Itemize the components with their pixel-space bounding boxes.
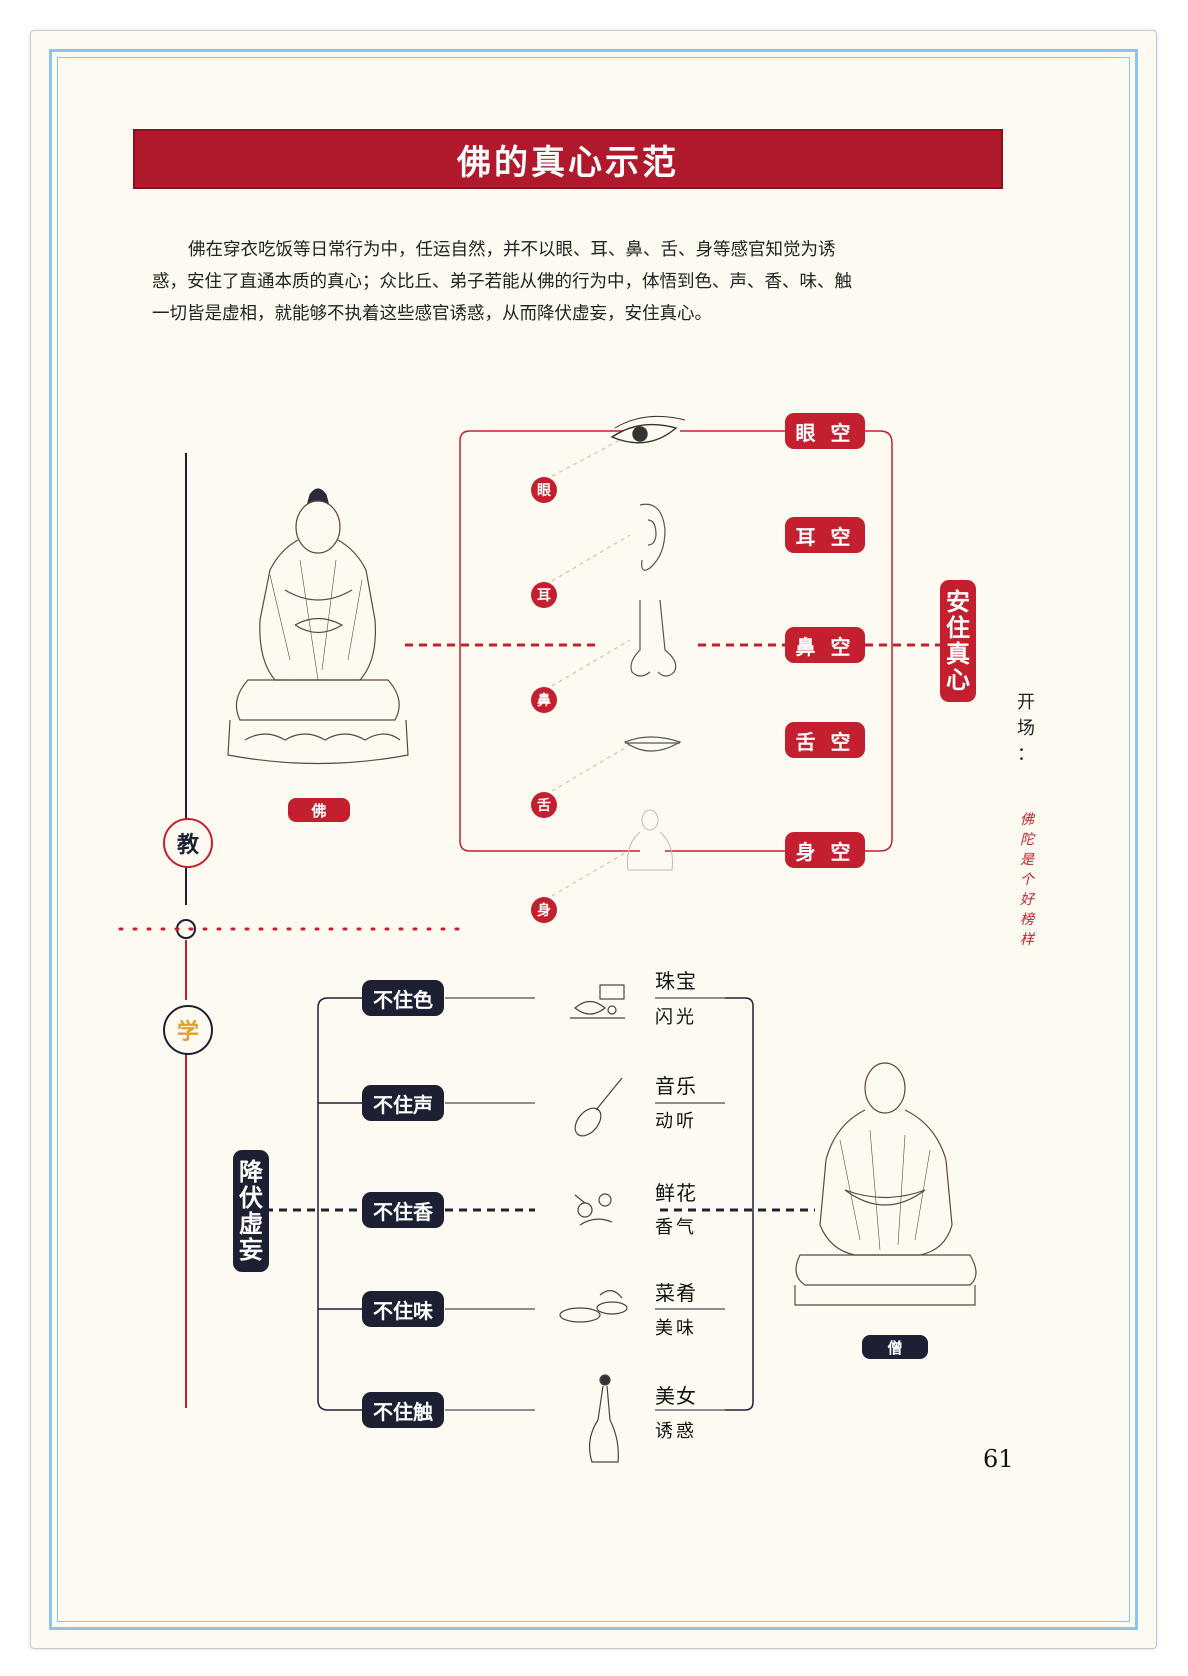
vertical-char: 住 xyxy=(946,614,970,642)
organ-nose-dot: 鼻 xyxy=(531,687,557,713)
buddha-figure xyxy=(227,488,409,765)
side-sub-char: 榜 xyxy=(1020,912,1034,928)
object-name: 美女 xyxy=(655,1384,697,1408)
dwell-label: 不住香 xyxy=(373,1199,433,1224)
vertical-char: 真 xyxy=(946,640,970,668)
ear-empty-pill: 耳 空 xyxy=(785,517,865,553)
dwell-label: 不住色 xyxy=(373,987,433,1012)
side-running-title: 开 场 ： xyxy=(1015,690,1037,768)
tongue-empty-pill: 舌 空 xyxy=(785,722,865,758)
object-name: 音乐 xyxy=(655,1074,697,1098)
page-title-bar: 佛的真心示范 xyxy=(133,129,1003,189)
monk-figure xyxy=(794,1062,977,1306)
book-page xyxy=(30,30,1157,1649)
object-desc: 香气 xyxy=(655,1217,697,1238)
organ-eye-dot: 眼 xyxy=(531,477,557,503)
flower-icon xyxy=(574,1193,613,1226)
not-dwell-scent-pill: 不住香 xyxy=(362,1192,444,1228)
body-empty-label: 身 空 xyxy=(795,839,855,864)
page-number: 61 xyxy=(983,1445,1014,1473)
object-desc: 闪光 xyxy=(655,1007,697,1028)
organ-ear-dot: 耳 xyxy=(531,582,557,608)
buddha-caption: 佛 xyxy=(288,798,350,822)
learn-circle-label: 学 xyxy=(176,1020,199,1045)
object-name: 珠宝 xyxy=(655,969,697,993)
organ-label: 眼 xyxy=(537,483,551,499)
intro-line: 佛在穿衣吃饭等日常行为中，任运自然，并不以眼、耳、鼻、舌、身等感官知觉为诱 xyxy=(188,240,836,260)
teach-circle-label: 教 xyxy=(176,833,199,858)
nose-icon xyxy=(630,599,677,677)
body-empty-pill: 身 空 xyxy=(785,832,865,868)
organ-label: 身 xyxy=(537,903,551,919)
nose-empty-label: 鼻 空 xyxy=(795,634,855,659)
object-desc: 美味 xyxy=(655,1318,697,1339)
monk-caption: 僧 xyxy=(862,1335,928,1359)
side-title-char: 场 xyxy=(1017,718,1035,739)
not-dwell-form-pill: 不住色 xyxy=(362,980,444,1016)
eye-icon xyxy=(610,415,686,444)
side-sub-char: 个 xyxy=(1020,872,1034,888)
object-name: 鲜花 xyxy=(655,1181,697,1205)
subdue-delusion-label: 降伏虚妄 xyxy=(238,1159,264,1263)
intro-paragraph: 佛在穿衣吃饭等日常行为中，任运自然，并不以眼、耳、鼻、舌、身等感官知觉为诱 惑，… xyxy=(152,234,982,330)
side-sub-char: 好 xyxy=(1020,892,1034,908)
side-sub-char: 陀 xyxy=(1020,832,1034,848)
dwell-label: 不住声 xyxy=(373,1092,433,1117)
side-title-char: ： xyxy=(1017,744,1035,765)
intro-line: 一切皆是虚相，就能够不执着这些感官诱惑，从而降伏虚妄，安住真心。 xyxy=(152,304,712,324)
vertical-char: 安 xyxy=(946,588,970,616)
buddha-caption-label: 佛 xyxy=(311,801,327,820)
dishes-icon xyxy=(559,1290,628,1323)
dwell-label: 不住味 xyxy=(373,1298,433,1323)
body-icon xyxy=(627,809,673,871)
tongue-empty-label: 舌 空 xyxy=(795,729,855,754)
dwell-label: 不住触 xyxy=(373,1399,433,1424)
page-title: 佛的真心示范 xyxy=(457,142,679,183)
organ-tongue-dot: 舌 xyxy=(531,792,557,818)
vertical-char: 降 xyxy=(239,1158,263,1186)
organ-body-dot: 身 xyxy=(531,897,557,923)
learn-circle: 学 xyxy=(163,1005,213,1055)
side-sub-char: 佛 xyxy=(1020,812,1034,828)
ear-icon xyxy=(639,503,666,571)
vertical-char: 心 xyxy=(946,666,970,694)
vertical-char: 伏 xyxy=(239,1184,263,1212)
organ-label: 鼻 xyxy=(537,693,551,709)
vertical-char: 妄 xyxy=(239,1236,263,1264)
not-dwell-touch-pill: 不住触 xyxy=(362,1392,444,1428)
side-sub-char: 是 xyxy=(1020,852,1034,868)
object-desc: 动听 xyxy=(655,1111,697,1132)
jewelry-icon xyxy=(570,984,625,1019)
side-sub-char: 样 xyxy=(1020,932,1034,948)
page-frame-inner xyxy=(57,57,1130,1622)
intro-line: 惑，安住了直通本质的真心；众比丘、弟子若能从佛的行为中，体悟到色、声、香、味、触 xyxy=(152,272,852,292)
object-desc: 诱惑 xyxy=(655,1421,697,1442)
page-frame-outer xyxy=(49,49,1138,1630)
nose-empty-pill: 鼻 空 xyxy=(785,627,865,663)
eye-empty-label: 眼 空 xyxy=(795,420,855,445)
mouth-icon xyxy=(623,736,682,752)
side-title-char: 开 xyxy=(1017,692,1035,713)
monk-caption-label: 僧 xyxy=(887,1338,903,1357)
eye-empty-pill: 眼 空 xyxy=(785,413,865,449)
lady-icon xyxy=(588,1374,619,1463)
object-name: 菜肴 xyxy=(655,1281,697,1305)
ear-empty-label: 耳 空 xyxy=(795,524,855,549)
organ-label: 耳 xyxy=(537,588,551,604)
vertical-char: 虚 xyxy=(239,1210,263,1238)
not-dwell-sound-pill: 不住声 xyxy=(362,1085,444,1121)
subdue-delusion-pill: 降伏虚妄 xyxy=(233,1150,269,1272)
teach-circle: 教 xyxy=(163,818,213,868)
pipa-icon xyxy=(574,1077,623,1137)
not-dwell-taste-pill: 不住味 xyxy=(362,1291,444,1327)
organ-label: 舌 xyxy=(537,798,551,814)
abide-true-mind-pill: 安住真心 xyxy=(940,580,976,702)
abide-true-mind-label: 安住真心 xyxy=(945,589,971,693)
side-running-subtitle: 佛 陀 是 个 好 榜 样 xyxy=(1017,810,1037,950)
